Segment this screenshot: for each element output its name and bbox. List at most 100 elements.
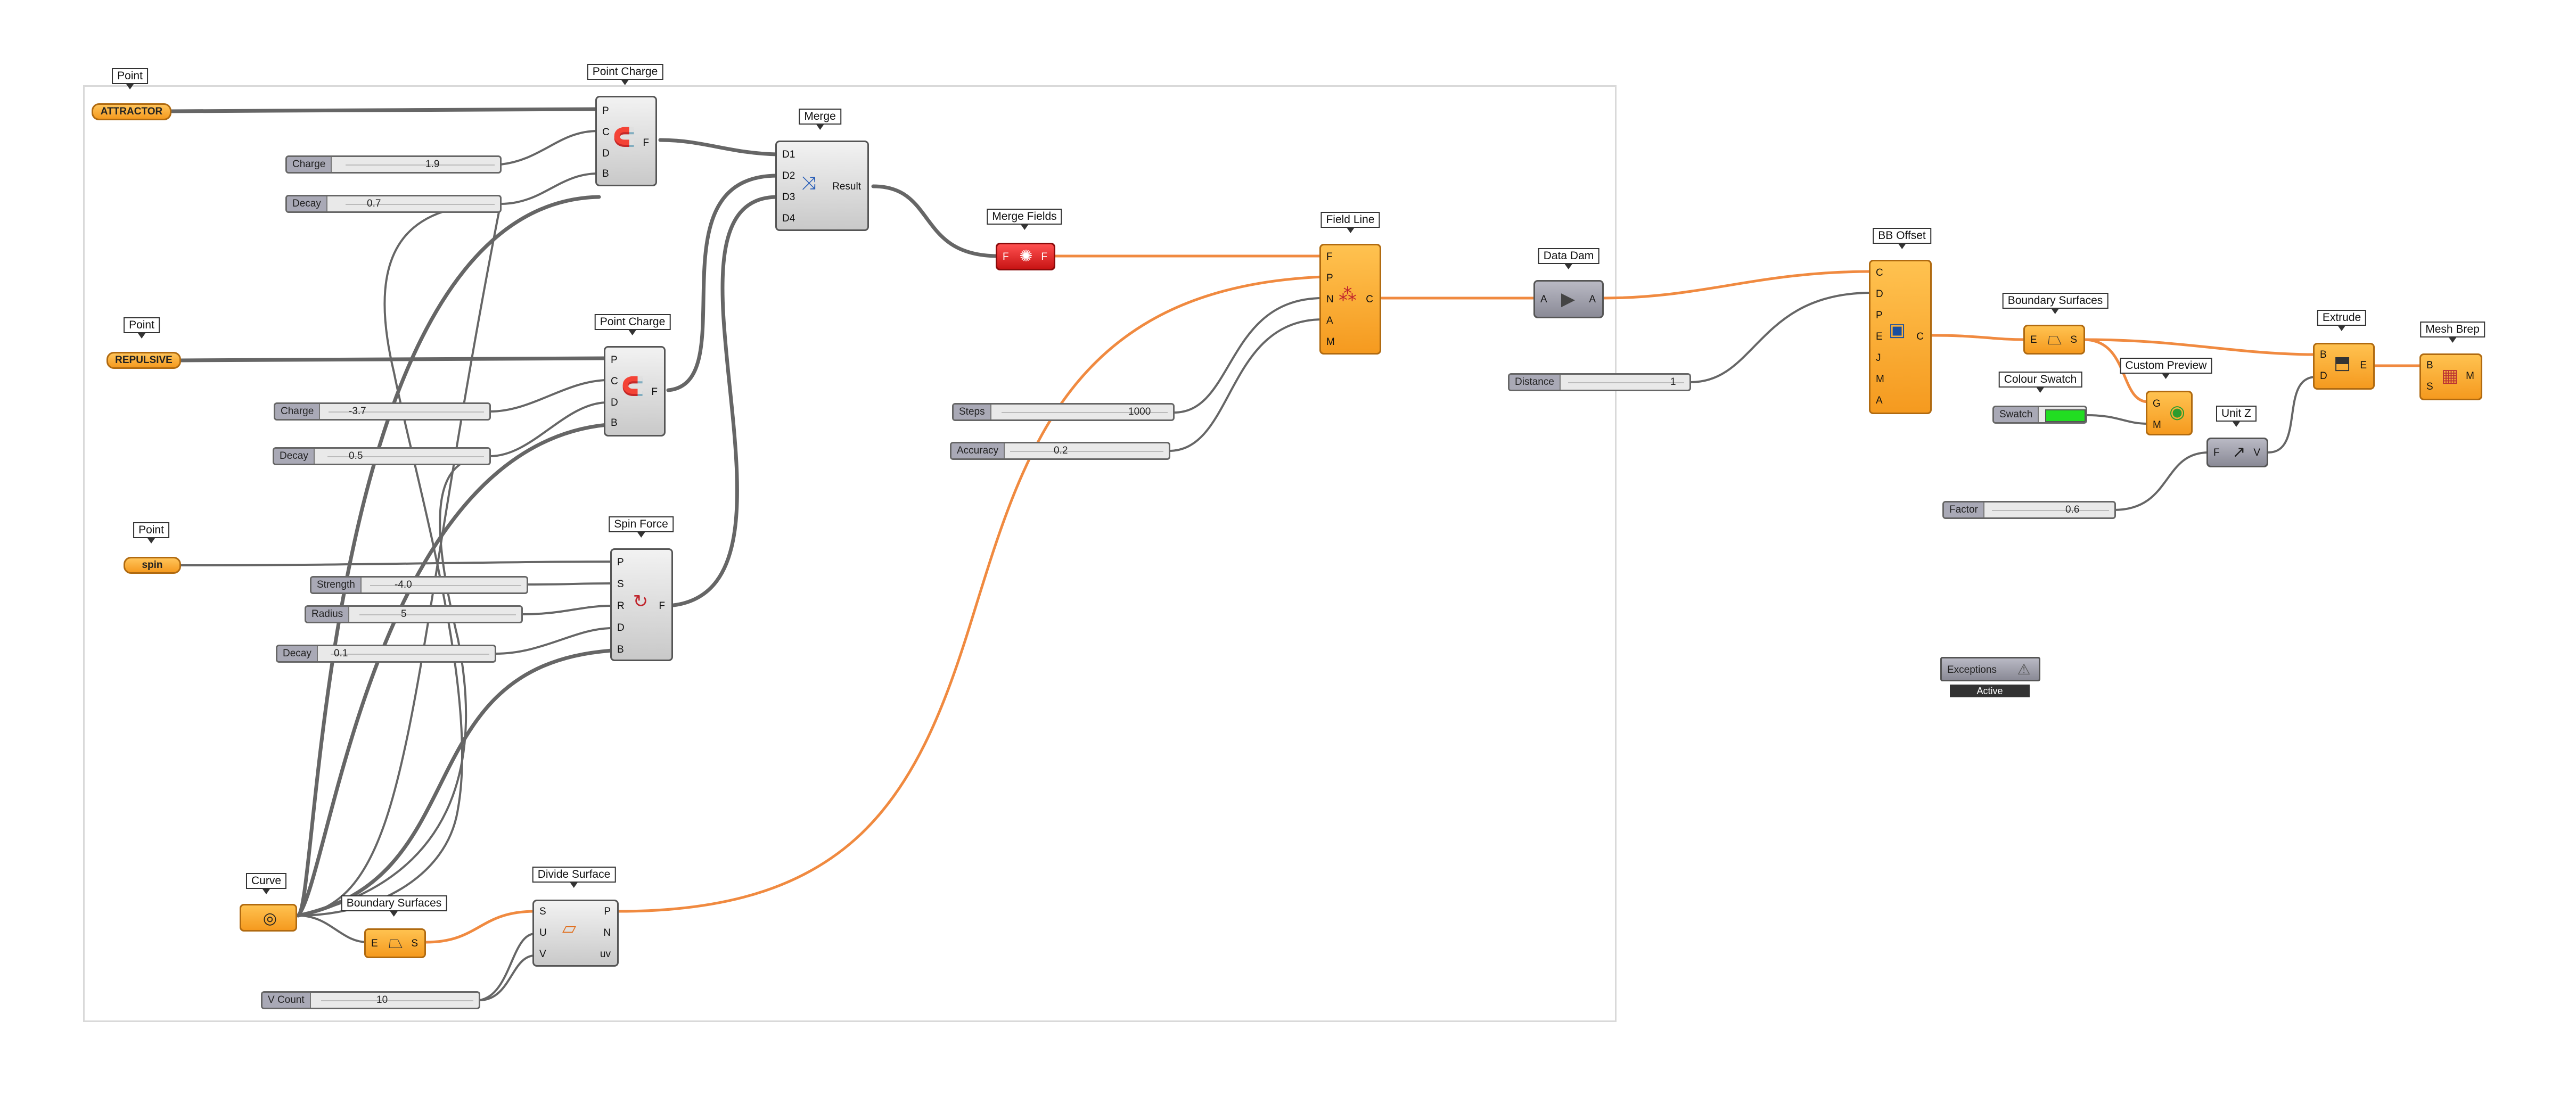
- mesh-brep-component[interactable]: B S ▦ M: [2419, 353, 2482, 400]
- input-port-d1[interactable]: D1: [782, 149, 795, 160]
- divide-surface-component[interactable]: S U V ▱ P N uv: [532, 900, 619, 967]
- slider-decay-1[interactable]: Decay 0.7: [285, 195, 502, 213]
- slider-track[interactable]: [346, 164, 495, 166]
- bb-offset-component[interactable]: C D P E J M A ▣ C: [1869, 260, 1932, 414]
- colour-swatch-box[interactable]: [2045, 409, 2086, 422]
- merge-fields-component[interactable]: F ✺ F: [996, 243, 1055, 270]
- extrude-component[interactable]: B D ⬒ E: [2313, 343, 2375, 390]
- output-port-m[interactable]: M: [2466, 370, 2474, 382]
- input-port-b[interactable]: B: [2426, 360, 2433, 371]
- boundary-surfaces-component-2[interactable]: E ⏢ S: [2023, 325, 2085, 355]
- point-param-repulsive[interactable]: REPULSIVE: [106, 352, 181, 369]
- input-port-j[interactable]: J: [1876, 352, 1881, 364]
- input-port-b[interactable]: B: [617, 644, 624, 655]
- output-port-p[interactable]: P: [604, 906, 611, 917]
- slider-track[interactable]: [370, 585, 521, 586]
- slider-track[interactable]: [359, 614, 516, 615]
- point-charge-component-2[interactable]: P C D B 🧲 F: [604, 346, 666, 436]
- output-port-f[interactable]: F: [1041, 251, 1047, 262]
- input-port-p[interactable]: P: [611, 355, 618, 366]
- slider-distance[interactable]: Distance 1: [1508, 373, 1691, 391]
- input-port-m[interactable]: M: [1876, 374, 1884, 385]
- input-port-n[interactable]: N: [1326, 294, 1334, 305]
- point-param-spin[interactable]: spin: [124, 557, 181, 574]
- input-port-e[interactable]: E: [1876, 331, 1883, 342]
- slider-track[interactable]: [1010, 451, 1163, 452]
- slider-track[interactable]: [346, 204, 495, 205]
- input-port-a[interactable]: A: [1540, 294, 1547, 305]
- input-port-d4[interactable]: D4: [782, 213, 795, 224]
- slider-accuracy[interactable]: Accuracy 0.2: [950, 442, 1170, 460]
- input-port-s[interactable]: S: [2426, 381, 2433, 392]
- output-port-s[interactable]: S: [411, 938, 418, 949]
- input-port-f[interactable]: F: [1326, 251, 1333, 262]
- slider-radius[interactable]: Radius 5: [305, 605, 523, 623]
- point-param-attractor[interactable]: ATTRACTOR: [92, 103, 171, 120]
- input-port-c[interactable]: C: [1876, 267, 1883, 278]
- input-port-d[interactable]: D: [2320, 370, 2327, 382]
- slider-track[interactable]: [329, 411, 484, 413]
- slider-decay-3[interactable]: Decay 0.1: [276, 645, 496, 663]
- unit-z-component[interactable]: F ↗ V: [2206, 438, 2268, 467]
- input-port-f[interactable]: F: [2213, 447, 2220, 458]
- slider-track[interactable]: [321, 1000, 473, 1001]
- input-port-d[interactable]: D: [611, 397, 618, 408]
- exceptions-component[interactable]: Exceptions ⚠: [1940, 657, 2040, 681]
- input-port-d[interactable]: D: [617, 622, 625, 633]
- merge-component[interactable]: D1 D2 D3 D4 ⤨ Result: [775, 141, 869, 231]
- field-line-component[interactable]: F P N A M ⁂ C: [1319, 244, 1381, 355]
- slider-track[interactable]: [1568, 382, 1684, 383]
- output-port-f[interactable]: F: [659, 600, 665, 612]
- custom-preview-component[interactable]: G M ◉: [2146, 391, 2193, 435]
- slider-track[interactable]: [1002, 412, 1168, 413]
- data-dam-component[interactable]: A ▶ A: [1533, 280, 1604, 318]
- output-port-s[interactable]: S: [2070, 334, 2077, 345]
- input-port-v[interactable]: V: [539, 949, 546, 960]
- slider-track[interactable]: [1992, 510, 2109, 511]
- slider-steps[interactable]: Steps 1000: [952, 403, 1175, 421]
- output-port-e[interactable]: E: [2360, 360, 2367, 371]
- input-port-a[interactable]: A: [1876, 395, 1883, 406]
- input-port-a[interactable]: A: [1326, 315, 1333, 326]
- spin-force-component[interactable]: P S R D B ↻ F: [610, 548, 673, 661]
- input-port-p[interactable]: P: [602, 105, 609, 117]
- input-port-d2[interactable]: D2: [782, 170, 795, 182]
- input-port-m[interactable]: M: [2153, 419, 2161, 431]
- input-port-b[interactable]: B: [602, 168, 609, 179]
- input-port-m[interactable]: M: [1326, 336, 1335, 348]
- colour-swatch-param[interactable]: Swatch: [1992, 406, 2087, 424]
- input-port-p[interactable]: P: [1876, 310, 1883, 321]
- slider-strength[interactable]: Strength -4.0: [310, 576, 528, 594]
- input-port-r[interactable]: R: [617, 600, 625, 612]
- input-port-p[interactable]: P: [1326, 273, 1333, 284]
- input-port-d[interactable]: D: [1876, 289, 1883, 300]
- slider-charge-1[interactable]: Charge 1.9: [285, 155, 502, 174]
- output-port-f[interactable]: F: [643, 137, 649, 149]
- slider-v-count[interactable]: V Count 10: [261, 991, 480, 1009]
- output-port-n[interactable]: N: [603, 927, 611, 938]
- output-port-a[interactable]: A: [1589, 294, 1596, 305]
- output-port-c[interactable]: C: [1366, 294, 1373, 305]
- slider-decay-2[interactable]: Decay 0.5: [273, 447, 491, 465]
- input-port-b[interactable]: B: [611, 417, 618, 429]
- output-port-f[interactable]: F: [651, 386, 658, 398]
- curve-param[interactable]: ◎: [240, 904, 297, 932]
- input-port-c[interactable]: C: [611, 376, 618, 387]
- slider-track[interactable]: [331, 654, 489, 655]
- input-port-f[interactable]: F: [1003, 251, 1009, 262]
- input-port-e[interactable]: E: [371, 938, 378, 949]
- output-port-result[interactable]: Result: [832, 181, 861, 192]
- slider-charge-2[interactable]: Charge -3.7: [274, 402, 491, 421]
- input-port-d3[interactable]: D3: [782, 192, 795, 203]
- input-port-u[interactable]: U: [539, 927, 547, 938]
- boundary-surfaces-component-1[interactable]: E ⏢ S: [364, 928, 426, 958]
- input-port-p[interactable]: P: [617, 557, 624, 568]
- input-port-c[interactable]: C: [602, 127, 610, 138]
- point-charge-component-1[interactable]: P C D B 🧲 F: [595, 96, 657, 186]
- input-port-g[interactable]: G: [2153, 398, 2161, 409]
- input-port-s[interactable]: S: [539, 906, 546, 917]
- input-port-d[interactable]: D: [602, 148, 610, 159]
- slider-track[interactable]: [327, 456, 484, 457]
- slider-factor[interactable]: Factor 0.6: [1942, 501, 2116, 519]
